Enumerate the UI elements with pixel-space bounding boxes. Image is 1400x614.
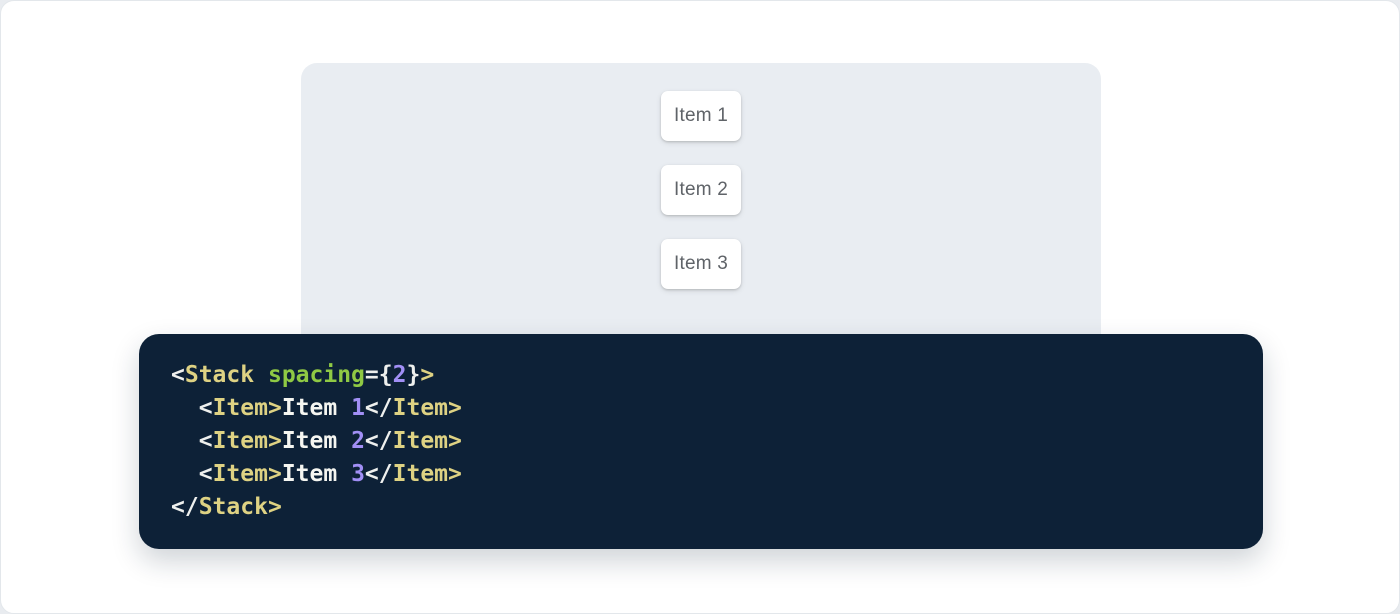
code-content: <Stack spacing={2}> <Item>Item 1</Item> … [171, 359, 1231, 524]
stack-item-label-3: Item 3 [674, 253, 728, 274]
code-line: </Stack> [171, 494, 282, 520]
code-line: <Item>Item 2</Item> [198, 428, 462, 454]
stack-item-card-2: Item 2 [661, 165, 741, 215]
stack-item-label-2: Item 2 [674, 179, 728, 200]
stack-item-card-1: Item 1 [661, 91, 741, 141]
code-line: <Stack spacing={2}> [171, 362, 435, 388]
code-block: <Stack spacing={2}> <Item>Item 1</Item> … [139, 334, 1263, 549]
stack-item-label-1: Item 1 [674, 105, 728, 126]
stack-item-card-3: Item 3 [661, 239, 741, 289]
code-line: <Item>Item 1</Item> [198, 395, 462, 421]
code-line: <Item>Item 3</Item> [198, 461, 462, 487]
